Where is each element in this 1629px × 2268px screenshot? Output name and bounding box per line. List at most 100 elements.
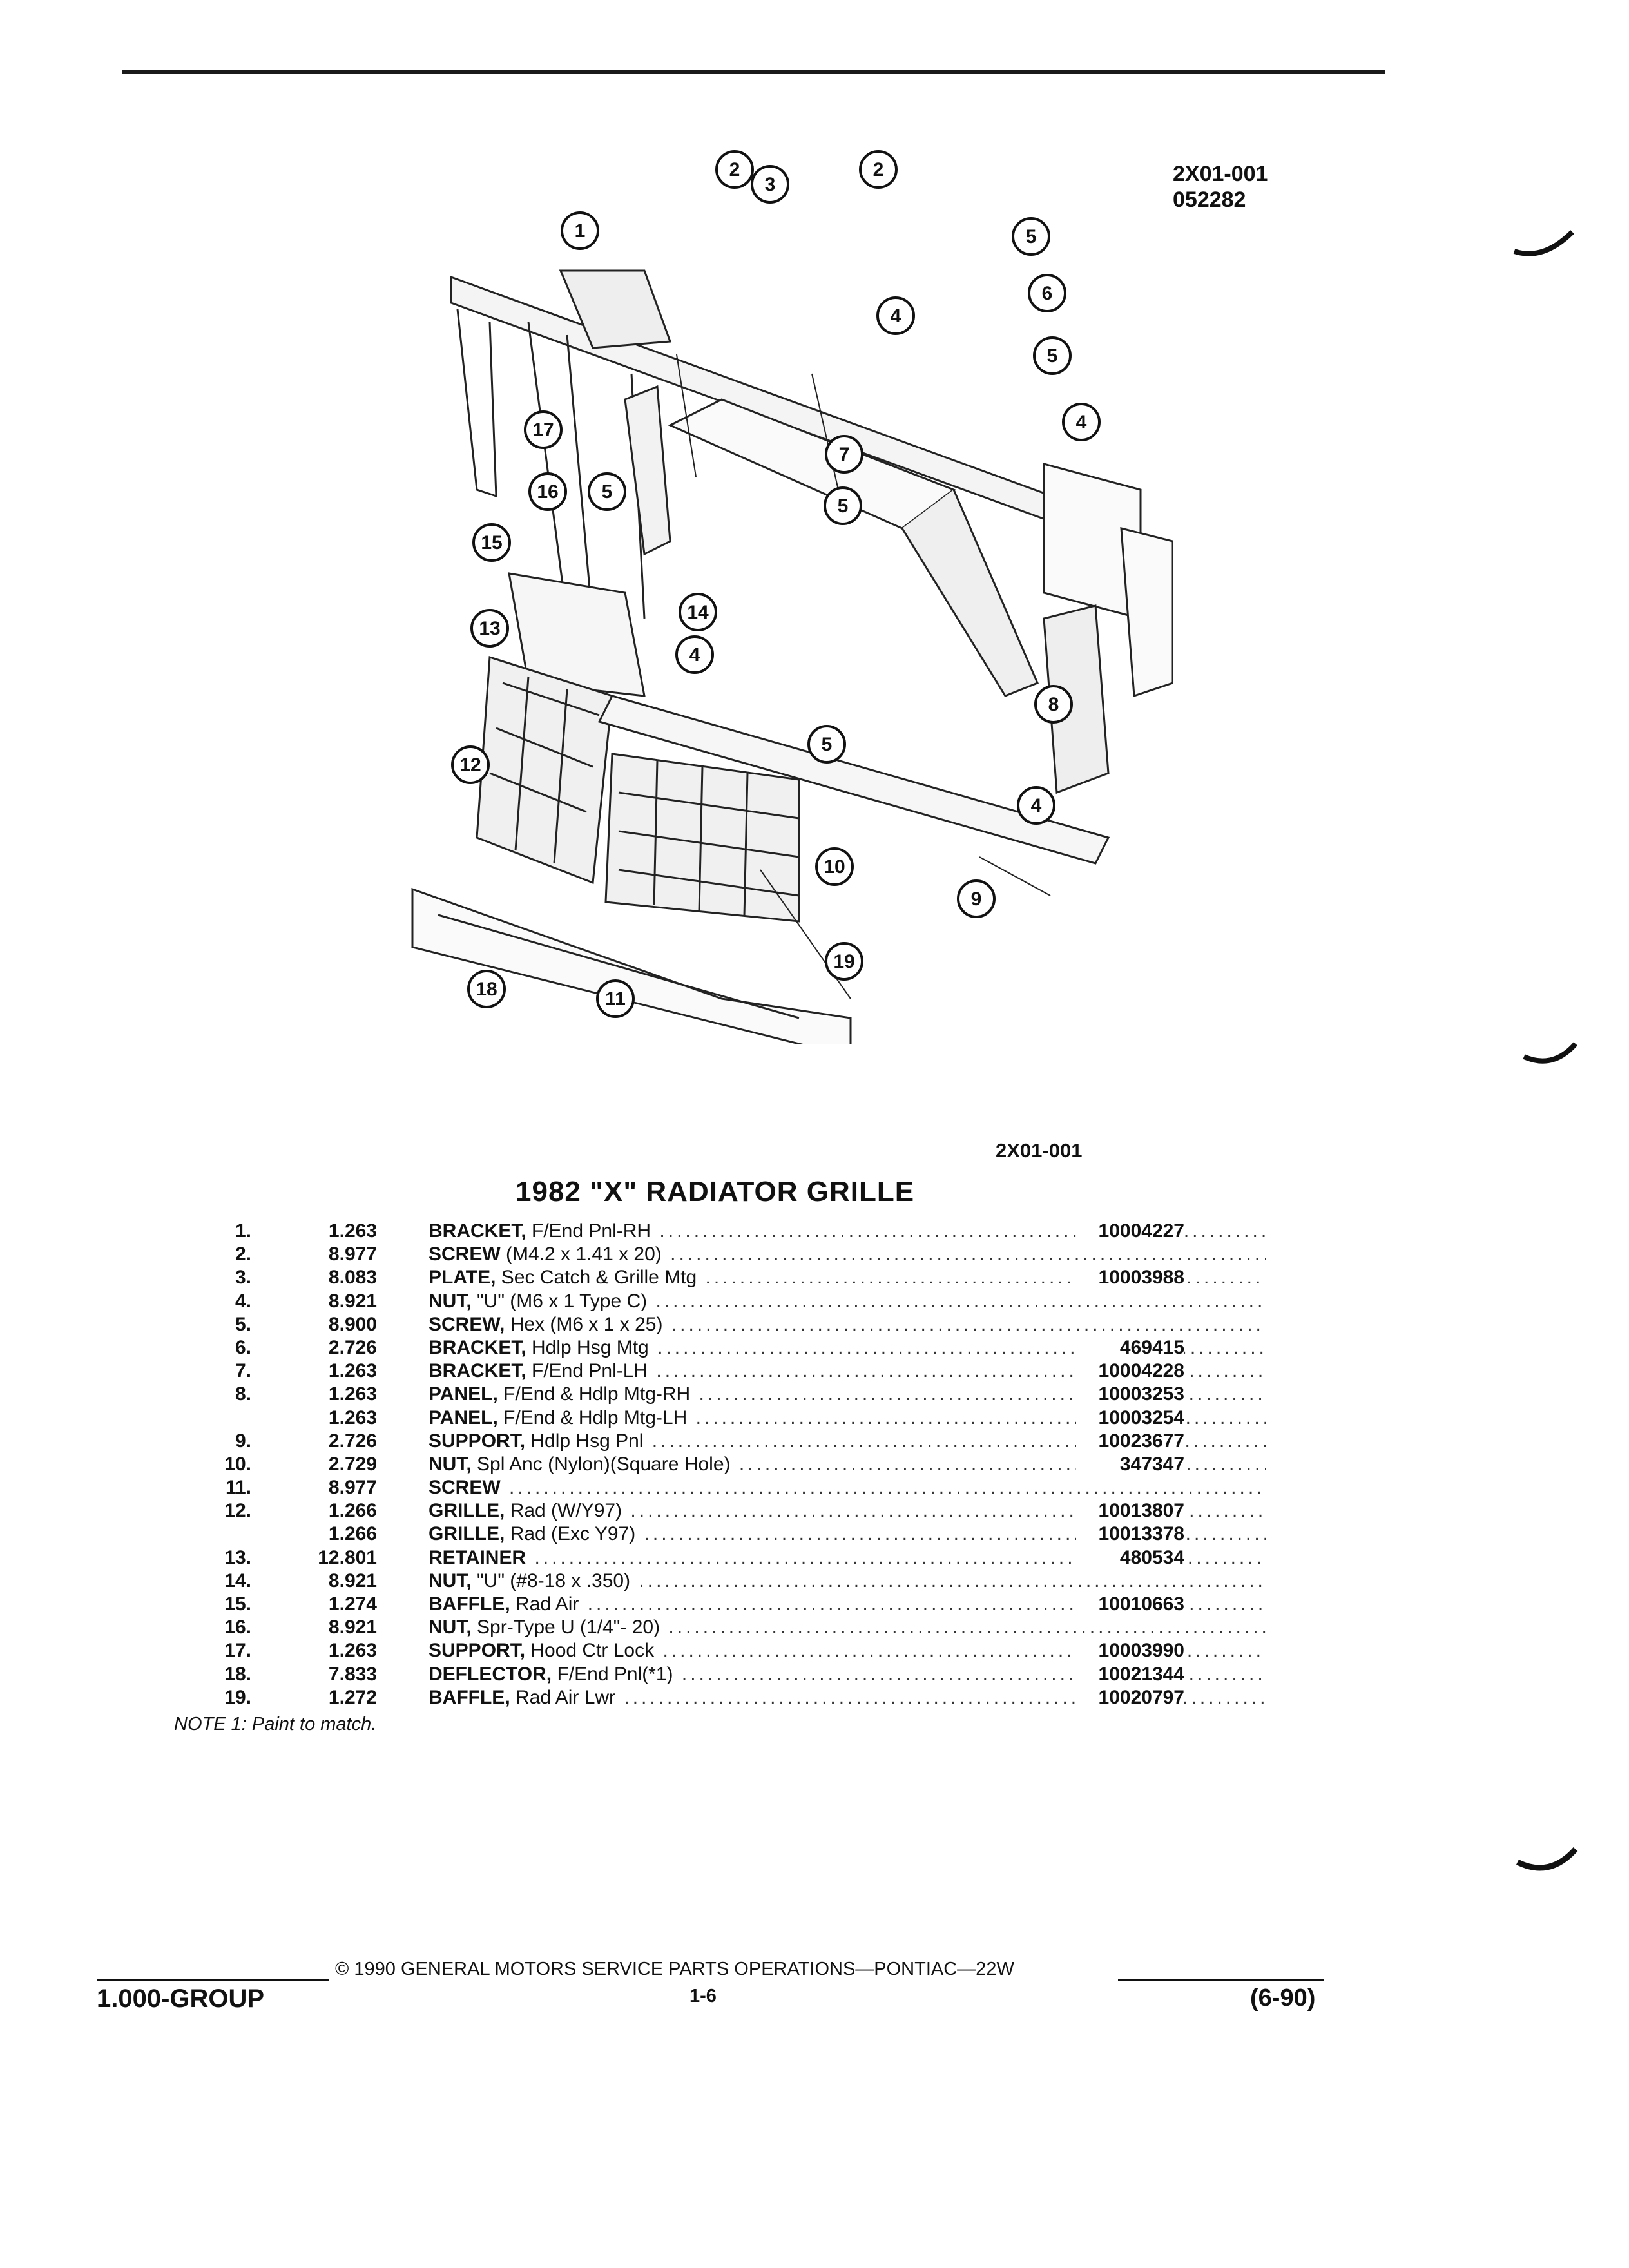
group-number: 7.833 xyxy=(328,1663,377,1685)
callout-18: 18 xyxy=(467,970,506,1008)
parts-list: 1. 1.263 BRACKET, F/End Pnl-RH ...........… xyxy=(174,1220,1266,1709)
group-number: 1.272 xyxy=(328,1686,377,1708)
group-number: 8.083 xyxy=(328,1267,377,1289)
part-spec: Hex (M6 x 1 x 25) xyxy=(505,1313,663,1335)
section-title: 1982 "X" RADIATOR GRILLE xyxy=(516,1176,915,1207)
leader-dots: ........................................… xyxy=(668,1617,1266,1639)
callout-11: 11 xyxy=(596,979,635,1018)
part-name: DEFLECTOR, xyxy=(429,1663,552,1685)
leader-dots: ........................................… xyxy=(671,1313,1266,1335)
svg-text:10: 10 xyxy=(824,856,845,878)
item-number: 19. xyxy=(224,1686,251,1708)
part-number: 10023677 xyxy=(1076,1429,1184,1453)
leader-dots: ........................................… xyxy=(670,1244,1266,1265)
svg-text:14: 14 xyxy=(687,602,709,623)
item-number: 16. xyxy=(224,1617,251,1639)
group-number: 1.263 xyxy=(328,1360,377,1382)
callout-3: 3 xyxy=(751,165,789,204)
part-spec: Hdlp Hsg Mtg xyxy=(526,1336,649,1358)
item-number: 4. xyxy=(235,1290,251,1312)
item-number: 6. xyxy=(235,1336,251,1358)
diagram-svg: 1 2 3 2 5 6 4 5 17 4 7 16 5 5 15 14 13 4… xyxy=(411,150,1174,1058)
leader-dots: ........................................… xyxy=(639,1570,1266,1591)
part-name: SUPPORT, xyxy=(429,1430,526,1452)
item-number: 13. xyxy=(224,1546,251,1568)
svg-text:9: 9 xyxy=(971,889,982,910)
part-spec: Rad Air xyxy=(510,1593,579,1615)
part-name: NUT, xyxy=(429,1290,472,1312)
scan-mark xyxy=(1513,230,1574,256)
part-spec: Rad Air Lwr xyxy=(510,1686,616,1708)
svg-text:8: 8 xyxy=(1048,694,1059,715)
callout-15: 15 xyxy=(472,523,511,562)
part-name: GRILLE, xyxy=(429,1500,505,1522)
svg-text:16: 16 xyxy=(537,481,558,503)
item-number: 18. xyxy=(224,1663,251,1685)
group-number: 12.801 xyxy=(318,1546,377,1568)
scan-mark xyxy=(1523,1042,1578,1064)
part-spec: F/End & Hdlp Mtg-LH xyxy=(497,1407,688,1428)
svg-text:6: 6 xyxy=(1042,283,1053,304)
part-spec: Spr-Type U (1/4"- 20) xyxy=(471,1617,660,1639)
part-number: 10003988 xyxy=(1076,1266,1184,1290)
svg-text:1: 1 xyxy=(575,220,586,242)
group-number: 1.263 xyxy=(328,1383,377,1405)
part-name: NUT, xyxy=(429,1570,472,1591)
revision-date: (6-90) xyxy=(1250,1984,1316,2012)
group-number: 2.726 xyxy=(328,1336,377,1358)
group-number: 8.900 xyxy=(328,1313,377,1335)
item-number: 5. xyxy=(235,1313,251,1335)
callout-10: 10 xyxy=(815,847,854,886)
part-spec: F/End Pnl-RH xyxy=(526,1220,651,1242)
svg-text:13: 13 xyxy=(479,618,500,639)
part-name: BRACKET, xyxy=(429,1360,526,1382)
group-number: 1.266 xyxy=(328,1500,377,1522)
part-name: PANEL, xyxy=(429,1407,498,1428)
svg-text:4: 4 xyxy=(1031,795,1042,816)
svg-text:5: 5 xyxy=(1047,345,1058,367)
item-number: 1. xyxy=(235,1220,251,1242)
part-name: SUPPORT, xyxy=(429,1640,526,1662)
callout-5b: 5 xyxy=(1033,336,1072,375)
part-name: PLATE, xyxy=(429,1267,496,1289)
svg-text:2: 2 xyxy=(729,159,740,180)
svg-text:7: 7 xyxy=(839,444,850,465)
group-number: 1.263 xyxy=(328,1640,377,1662)
callout-6: 6 xyxy=(1028,274,1066,312)
part-spec: Hood Ctr Lock xyxy=(525,1640,655,1662)
svg-text:15: 15 xyxy=(481,532,502,553)
callout-12: 12 xyxy=(451,745,490,784)
part-spec: Rad (Exc Y97) xyxy=(505,1523,636,1545)
part-description: NUT, "U" (M6 x 1 Type C) ...............… xyxy=(429,1290,1266,1313)
svg-text:2: 2 xyxy=(873,159,884,180)
part-name: NUT, xyxy=(429,1617,472,1639)
svg-text:19: 19 xyxy=(833,951,854,972)
part-number: 10013807 xyxy=(1076,1499,1184,1523)
part-number: 10004228 xyxy=(1076,1360,1184,1383)
part-description: SCREW (M4.2 x 1.41 x 20) ...............… xyxy=(429,1243,1266,1266)
group-number: 1.263 xyxy=(328,1407,377,1428)
callout-2a: 2 xyxy=(715,150,754,189)
part-spec: F/End & Hdlp Mtg-RH xyxy=(497,1383,691,1405)
part-name: SCREW xyxy=(429,1477,501,1499)
item-number: 12. xyxy=(224,1500,251,1522)
part-spec: (M4.2 x 1.41 x 20) xyxy=(500,1244,662,1265)
footer-rule-right xyxy=(1118,1979,1324,1981)
callout-13: 13 xyxy=(470,609,509,648)
